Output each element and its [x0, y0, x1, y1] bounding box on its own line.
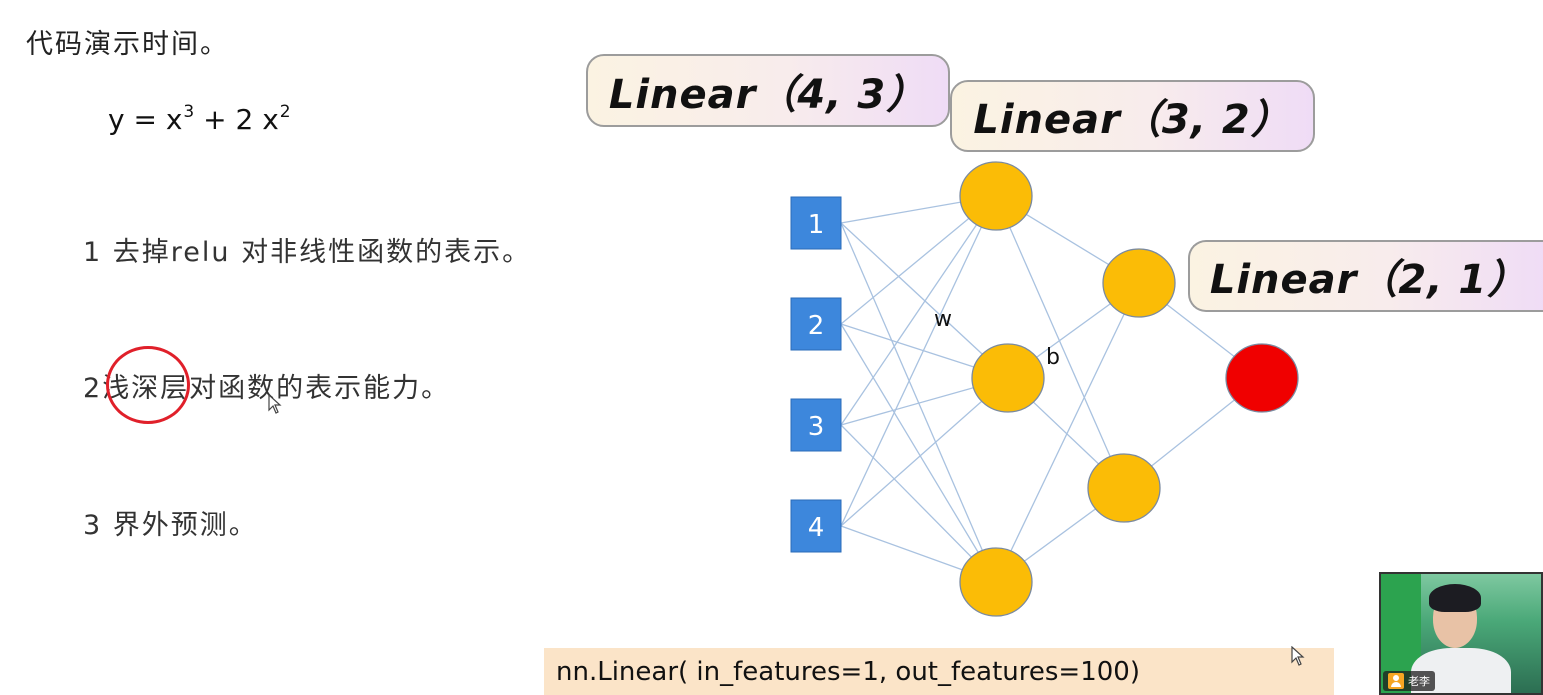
hidden2-node-1: [1102, 248, 1176, 318]
input-node-label: 1: [808, 210, 825, 240]
edge-input-4-hidden1-2: [840, 377, 1009, 527]
bullet-item-1: 1 去掉relu 对非线性函数的表示。: [83, 230, 531, 269]
webcam-name: 老李: [1408, 675, 1430, 688]
bullet-number: 2: [83, 373, 103, 404]
bullet-number: 1: [83, 237, 103, 268]
input-node-label: 3: [808, 412, 825, 442]
layer-label-linear-3-2: Linear（3, 2）: [950, 80, 1315, 152]
layer-label-linear-4-3: Linear（4, 3）: [586, 54, 950, 127]
edge-input-3-hidden1-3: [840, 424, 997, 583]
input-node-1: [790, 196, 842, 250]
input-node-label: 2: [808, 311, 825, 341]
input-node-4: [790, 499, 842, 553]
hidden1-node-1: [959, 161, 1033, 231]
edge-input-1-hidden1-3: [840, 222, 997, 583]
hidden2-node-2: [1087, 453, 1161, 523]
formula-middle: + 2 x: [194, 103, 279, 136]
formula-exponent-2: 2: [279, 102, 291, 122]
user-icon: [1388, 673, 1404, 689]
code-snippet: nn.Linear( in_features=1, out_features=1…: [544, 648, 1334, 695]
bullet-item-3: 3 界外预测。: [83, 503, 258, 542]
output-node: [1225, 343, 1299, 413]
edge-hidden1-1-hidden2-2: [995, 195, 1125, 489]
weight-label: w: [934, 307, 952, 332]
red-circle-annotation: [106, 346, 190, 424]
edge-input-3-hidden1-1: [840, 195, 997, 426]
layer-label-linear-2-1: Linear（2, 1）: [1188, 240, 1543, 312]
hidden1-node-2: [971, 343, 1045, 413]
formula-exponent-3: 3: [183, 102, 195, 122]
webcam-nametag: 老李: [1383, 671, 1435, 691]
bias-label: b: [1046, 345, 1060, 370]
formula: y = x3 + 2 x2: [108, 102, 291, 136]
edge-input-4-hidden1-1: [840, 195, 997, 527]
slide-title: 代码演示时间。: [26, 29, 229, 60]
input-node-2: [790, 297, 842, 351]
hidden1-node-3: [959, 547, 1033, 617]
mouse-cursor-icon: [268, 394, 282, 414]
mouse-cursor-icon: [1291, 646, 1305, 666]
bullet-text: 界外预测。: [112, 510, 258, 541]
input-node-label: 4: [808, 513, 825, 543]
bullet-number: 3: [83, 510, 103, 541]
bullet-text: 去掉relu 对非线性函数的表示。: [112, 237, 532, 268]
webcam-person-hair: [1429, 584, 1481, 612]
edge-hidden1-3-hidden2-1: [995, 282, 1140, 583]
webcam-overlay: 老李: [1379, 572, 1543, 695]
input-node-3: [790, 398, 842, 452]
edge-input-2-hidden1-3: [840, 323, 997, 583]
formula-prefix: y = x: [108, 103, 183, 136]
